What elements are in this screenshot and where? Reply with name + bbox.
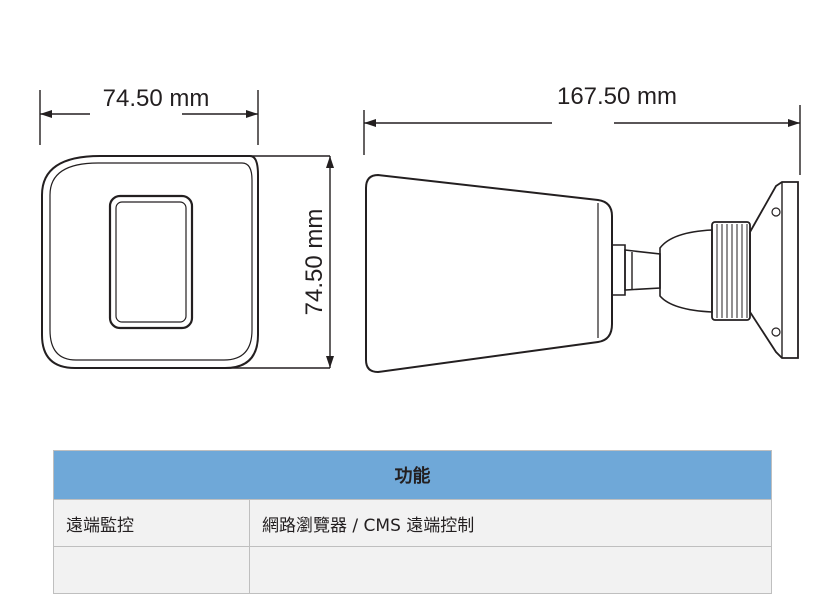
side-length-label: 167.50 mm	[557, 83, 677, 110]
feature-table: 功能 遠端監控 網路瀏覽器 / CMS 遠端控制	[53, 450, 772, 594]
table-cell-value	[249, 546, 772, 594]
side-knurled-ring	[711, 221, 751, 321]
front-view: 74.50 mm 74.50 mm	[39, 85, 334, 369]
mount-screw-hole-top	[771, 207, 781, 217]
front-body-inner	[49, 162, 253, 361]
side-joint	[659, 229, 713, 313]
side-body	[365, 173, 613, 374]
side-view: 167.50 mm	[363, 83, 801, 374]
table-row	[53, 546, 772, 594]
table-cell-label: 遠端監控	[53, 499, 250, 547]
table-cell-label	[53, 546, 250, 594]
front-lens-window-outer	[108, 194, 194, 330]
front-lens-window-inner	[115, 201, 187, 323]
feature-table-header: 功能	[53, 450, 772, 500]
table-cell-value: 網路瀏覽器 / CMS 遠端控制	[249, 499, 772, 547]
front-width-label: 74.50 mm	[103, 85, 210, 112]
front-height-label: 74.50 mm	[301, 209, 328, 316]
side-mount-bracket	[749, 181, 799, 359]
mount-screw-hole-bottom	[771, 327, 781, 337]
front-body-outer	[41, 155, 259, 369]
camera-dimension-drawing: 74.50 mm 74.50 mm 167.50 mm	[39, 83, 801, 374]
table-row: 遠端監控 網路瀏覽器 / CMS 遠端控制	[53, 499, 772, 547]
side-neck	[612, 244, 626, 296]
